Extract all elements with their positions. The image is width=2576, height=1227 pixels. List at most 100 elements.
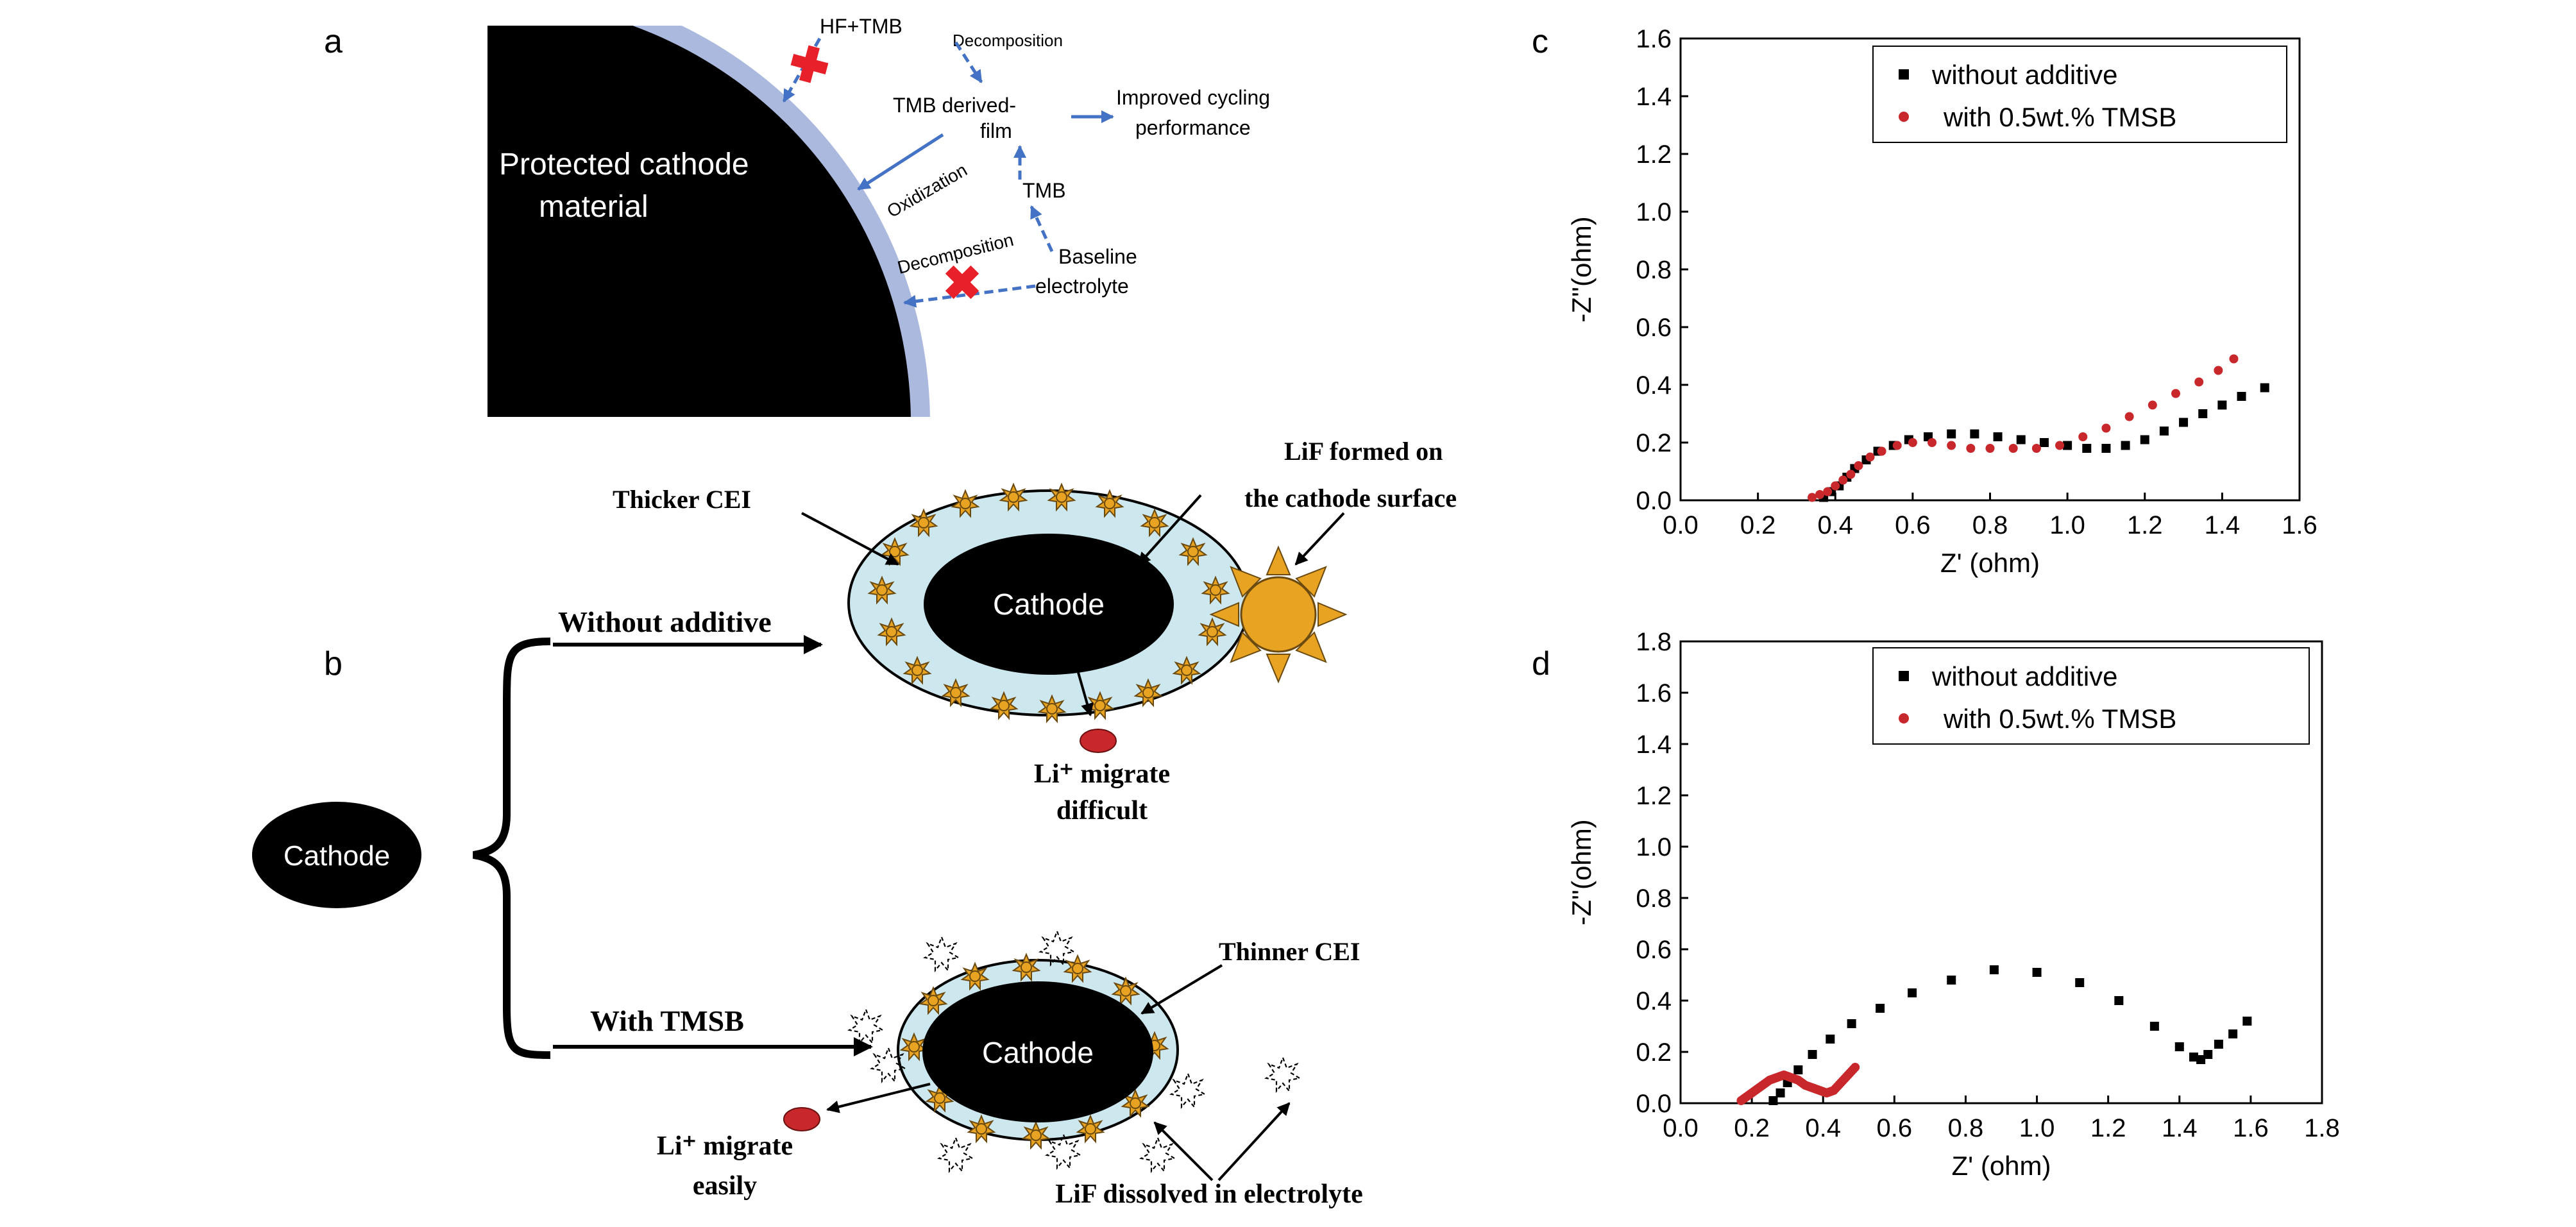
y-tick-label: 1.0 xyxy=(1636,198,1672,226)
series-without-additive xyxy=(1768,965,2252,1105)
data-point xyxy=(1854,461,1863,470)
cross-icon-bottom xyxy=(945,265,979,300)
data-point xyxy=(2237,392,2246,401)
branch-brace xyxy=(472,638,551,1059)
data-point xyxy=(1775,1088,1785,1097)
oxidization-label: Oxidization xyxy=(884,160,970,221)
y-tick-label: 0.2 xyxy=(1636,1038,1672,1067)
panel-b: Cathode Without additive With TMSB Catho… xyxy=(252,437,1457,1209)
particle-label-line1: Protected cathode xyxy=(499,148,749,182)
legend-label: with 0.5wt.% TMSB xyxy=(1943,704,2176,734)
y-tick-label: 1.4 xyxy=(1636,731,1672,759)
y-tick-label: 0.0 xyxy=(1636,1090,1672,1118)
x-tick-label: 1.4 xyxy=(2162,1114,2198,1142)
arrow-li-easy xyxy=(826,1083,931,1113)
data-point xyxy=(2214,1040,2223,1049)
arrow-thinner-cei xyxy=(1140,964,1223,1015)
y-axis-label: -Z''(ohm) xyxy=(1566,819,1597,925)
tmb-label: TMB xyxy=(1022,179,1066,202)
y-tick-label: 1.6 xyxy=(1636,679,1672,707)
x-tick-label: 0.8 xyxy=(1948,1114,1984,1142)
x-axis-label: Z' (ohm) xyxy=(1940,548,2040,578)
particle-label-line2: material xyxy=(539,190,648,224)
x-tick-label: 1.0 xyxy=(2019,1114,2055,1142)
lif-sun-icon xyxy=(1209,545,1348,684)
legend-label: without additive xyxy=(1931,60,2118,90)
y-tick-label: 0.8 xyxy=(1636,884,1672,913)
x-tick-label: 1.6 xyxy=(2282,511,2318,539)
x-tick-label: 1.8 xyxy=(2304,1114,2340,1142)
arrow-hf-to-particle xyxy=(782,37,822,103)
legend: without additive with 0.5wt.% TMSB xyxy=(1872,647,2310,745)
data-point xyxy=(1793,1065,1803,1074)
legend-label: without additive xyxy=(1931,661,2118,691)
x-tick-label: 0.4 xyxy=(1805,1114,1841,1142)
data-point xyxy=(1768,1096,1778,1105)
data-point xyxy=(2055,441,2065,450)
data-point xyxy=(1815,490,1825,499)
x-tick-label: 0.6 xyxy=(1877,1114,1913,1142)
data-point xyxy=(2229,354,2239,364)
y-tick-label: 1.2 xyxy=(1636,782,1672,810)
li-difficult-label-line1: Li⁺ migrate xyxy=(1034,759,1170,789)
baseline-label-line1: Baseline xyxy=(1058,245,1137,268)
data-point xyxy=(2101,444,2111,453)
arrow-li-difficult xyxy=(1070,647,1094,716)
data-point xyxy=(2031,444,2041,453)
arrow-hf-to-film xyxy=(954,41,983,83)
data-point xyxy=(1985,444,1995,453)
data-point xyxy=(2121,441,2130,450)
cathode-thin xyxy=(922,981,1153,1122)
x-tick-label: 0.2 xyxy=(1734,1114,1770,1142)
thinner-cei-label: Thinner CEI xyxy=(1219,937,1360,966)
x-tick-label: 1.4 xyxy=(2205,511,2241,539)
arrow-dissolved-1 xyxy=(1153,1121,1214,1181)
data-point xyxy=(1847,1019,1856,1028)
li-ion-easy xyxy=(783,1107,820,1131)
data-point xyxy=(2114,996,2124,1005)
data-point xyxy=(1846,470,1856,479)
data-point xyxy=(1928,438,1937,447)
film-label-line2: film xyxy=(980,119,1012,142)
data-point xyxy=(1947,429,1956,439)
data-point xyxy=(2124,412,2134,421)
data-point xyxy=(2039,438,2049,447)
data-point xyxy=(1851,1063,1860,1072)
data-point xyxy=(1966,444,1976,453)
data-point xyxy=(2063,441,2072,450)
series-with-tmsb xyxy=(1736,1063,1860,1105)
data-point xyxy=(2082,444,2092,453)
x-tick-label: 1.2 xyxy=(2090,1114,2126,1142)
data-point xyxy=(1838,475,1848,485)
data-point xyxy=(1826,1035,1835,1044)
x-tick-label: 0.8 xyxy=(1972,511,2008,539)
with-tmsb-label: With TMSB xyxy=(590,1004,744,1037)
improved-label-line1: Improved cycling xyxy=(1116,86,1270,109)
data-point xyxy=(2214,366,2223,375)
data-point xyxy=(2203,1050,2213,1059)
data-point xyxy=(2075,978,2085,987)
x-tick-label: 0.2 xyxy=(1740,511,1776,539)
data-point xyxy=(2189,1053,2198,1062)
lif-formed-label-line1: LiF formed on xyxy=(1284,437,1443,466)
improved-label-line2: performance xyxy=(1135,116,1251,139)
data-point xyxy=(1831,481,1840,491)
legend-marker xyxy=(1899,69,1909,80)
data-point xyxy=(2140,435,2149,444)
data-point xyxy=(2101,423,2111,433)
arrow-film-to-particle xyxy=(857,133,944,191)
legend-marker xyxy=(1899,671,1909,681)
data-point xyxy=(2260,383,2269,393)
arrow-dissolved-2 xyxy=(1217,1102,1291,1181)
panel-a xyxy=(487,26,930,417)
panel-label-d: d xyxy=(1532,645,1550,682)
y-tick-label: 1.6 xyxy=(1636,25,1672,53)
y-tick-label: 1.8 xyxy=(1636,628,1672,656)
li-difficult-label-line2: difficult xyxy=(1056,796,1148,825)
data-point xyxy=(1908,988,1917,997)
y-tick-label: 1.2 xyxy=(1636,140,1672,169)
series-without-additive xyxy=(1819,383,2269,502)
y-tick-label: 1.0 xyxy=(1636,833,1672,861)
legend-marker xyxy=(1899,713,1909,724)
